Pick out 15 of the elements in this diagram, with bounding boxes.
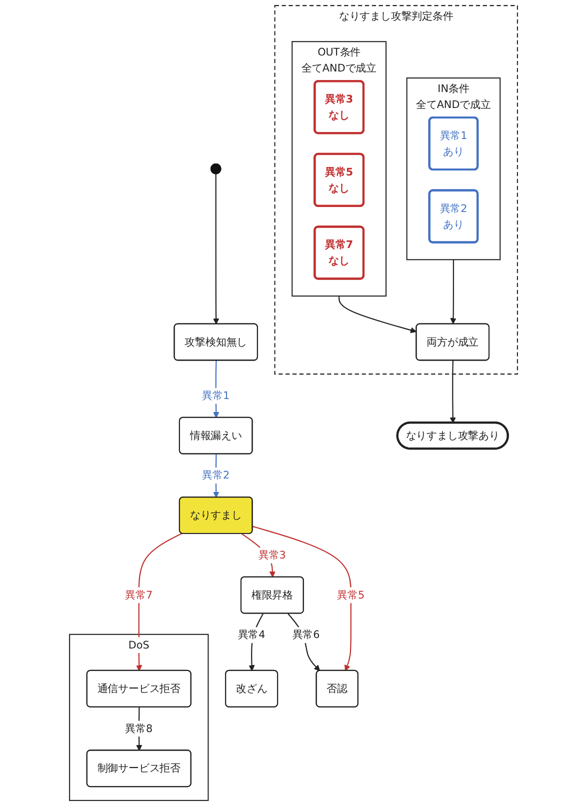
edge-label: 異常4 (238, 628, 266, 641)
edge-label: 異常5 (337, 588, 365, 602)
arrow (136, 533, 182, 672)
arrow (338, 296, 416, 334)
arrow (252, 526, 352, 672)
edge-label: 異常1 (202, 389, 230, 402)
arrow (213, 174, 220, 324)
arrow (450, 360, 456, 424)
edge-label: 異常3 (258, 548, 286, 562)
edge-label: 異常7 (125, 588, 153, 602)
edge-label: 異常2 (202, 469, 230, 482)
edge-label: 異常8 (125, 722, 153, 735)
arrow (450, 260, 456, 324)
arrow (288, 613, 320, 672)
edge-label: 異常6 (292, 628, 320, 641)
